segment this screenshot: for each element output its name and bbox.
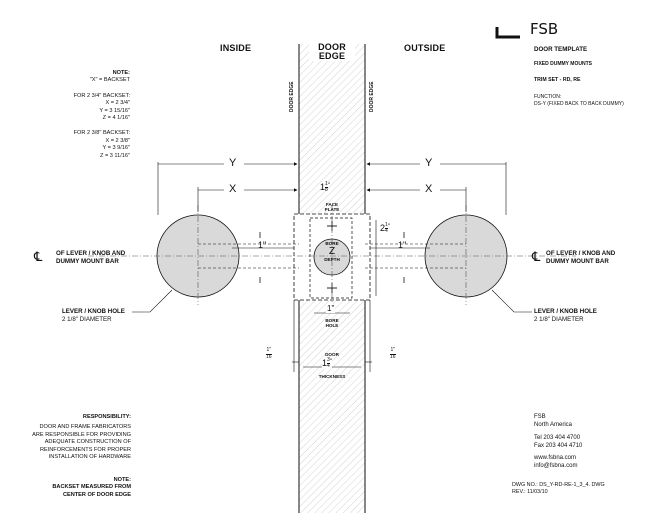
face-plate-label: FACE PLATE: [324, 202, 340, 213]
responsibility-line1: DOOR AND FRAME FABRICATORS: [39, 424, 131, 431]
dim-x-left: X: [229, 183, 237, 195]
note-top-title: NOTE:: [112, 70, 130, 76]
dwg-number: DWG NO.: DS_Y-RD-RE-1_3_4. DWG: [512, 482, 605, 488]
extension-lines: [157, 162, 507, 215]
door-edge-label-left: DOOR EDGE: [289, 81, 295, 112]
centerline-symbol-left: ℄: [34, 249, 43, 264]
dim-bore-hole: 1": [326, 304, 336, 313]
dim-y-left: Y: [229, 157, 237, 169]
dummy-mount-bar: [198, 243, 466, 269]
responsibility-line2: ARE RESPONSIBLE FOR PROVIDING: [32, 431, 131, 438]
contact-email[interactable]: info@fsbna.com: [534, 462, 578, 469]
template-title: DOOR TEMPLATE: [534, 46, 588, 53]
inside-heading: INSIDE: [220, 43, 252, 53]
contact-tel: Tel 203 404 4700: [534, 435, 581, 442]
contact-company: FSB: [534, 414, 546, 420]
fsb-logo-mark: [495, 27, 520, 39]
dim-sixteenth-left: 1" 16: [266, 347, 272, 360]
centerline-symbol-right: ℄: [532, 249, 541, 264]
dim-y-right: Y: [425, 157, 433, 169]
bore-hole-label: BORE HOLE: [325, 318, 339, 329]
door-label: DOOR: [325, 352, 339, 357]
note-group1-title: FOR 2 3/4" BACKSET:: [73, 92, 130, 99]
responsibility-title: RESPONSIBILITY:: [82, 414, 131, 420]
function-value: DS-Y (FIXED BACK TO BACK DUMMY): [534, 100, 624, 107]
note-group1-x: X = 2 3/4": [105, 100, 130, 107]
door-edge-heading: DOOR EDGE: [309, 43, 355, 61]
note-group2-title: FOR 2 3/8" BACKSET:: [73, 130, 130, 137]
contact-fax: Fax 203 404 4710: [534, 442, 583, 449]
contact-block: FSB North America Tel 203 404 4700 Fax 2…: [534, 414, 662, 471]
drawing-info: DWG NO.: DS_Y-RD-RE-1_3_4. DWG REV.: 11/…: [512, 482, 662, 496]
contact-region: North America: [534, 421, 573, 428]
responsibility-line3: ADEQUATE CONSTRUCTION OF: [44, 439, 131, 446]
function-label: FUNCTION:: [534, 94, 562, 101]
note-bottom-line1: BACKSET MEASURED FROM: [52, 484, 131, 491]
responsibility-line5: INSTALLATION OF HARDWARE: [48, 454, 131, 461]
note-backset-def: "X" = BACKSET: [89, 77, 130, 84]
thickness-label: THICKNESS: [318, 374, 346, 379]
note-group2-y: Y = 3 9/16": [102, 145, 130, 152]
note-group2-z: Z = 3 11/16": [99, 152, 130, 159]
center-lines: [88, 205, 576, 305]
dim-one-right: 1": [398, 240, 407, 250]
note-group2-x: X = 2 3/8": [105, 137, 130, 144]
lever-hole-label-left: LEVER / KNOB HOLE 2 1/8" DIAMETER: [62, 308, 125, 323]
tick-marks: [259, 232, 405, 283]
contact-web[interactable]: www.fsbna.com: [534, 455, 577, 462]
template-subtitle: FIXED DUMMY MOUNTS: [534, 61, 592, 68]
door-edge-label-right: DOOR EDGE: [369, 81, 375, 112]
trim-set: TRIM SET - RD, RE: [534, 76, 581, 83]
dim-x-right: X: [425, 183, 433, 195]
note-top: NOTE: "X" = BACKSET FOR 2 3/4" BACKSET: …: [40, 70, 130, 160]
note-group1-z: Z = 4 1/16": [102, 115, 130, 122]
note-bottom-line2: CENTER OF DOOR EDGE: [62, 491, 131, 498]
door-thickness-dim: [292, 300, 372, 372]
bore-depth-box: [309, 217, 353, 299]
lever-hole-label-right: LEVER / KNOB HOLE 2 1/8" DIAMETER: [534, 308, 597, 323]
outside-heading: OUTSIDE: [404, 43, 446, 53]
responsibility-line4: REINFORCEMENTS FOR PROPER: [39, 446, 131, 453]
note-bottom: NOTE: BACKSET MEASURED FROM CENTER OF DO…: [20, 477, 131, 499]
dimension-lines: [158, 162, 506, 192]
leader-lines: [132, 289, 532, 313]
bore-depth-label: BORE Z DEPTH: [324, 241, 340, 263]
revision: REV.: 11/03/10: [512, 489, 548, 495]
note-group1-y: Y = 3 15/16": [99, 107, 130, 114]
template-info: DOOR TEMPLATE FIXED DUMMY MOUNTS TRIM SE…: [534, 46, 662, 107]
note-bottom-title: NOTE:: [113, 477, 131, 483]
dim-one-left: 1": [258, 240, 267, 250]
fsb-logo-text: FSB: [530, 20, 559, 38]
dim-sixteenth-right: 1" 16: [390, 347, 396, 360]
responsibility-note: RESPONSIBILITY: DOOR AND FRAME FABRICATO…: [20, 414, 131, 461]
